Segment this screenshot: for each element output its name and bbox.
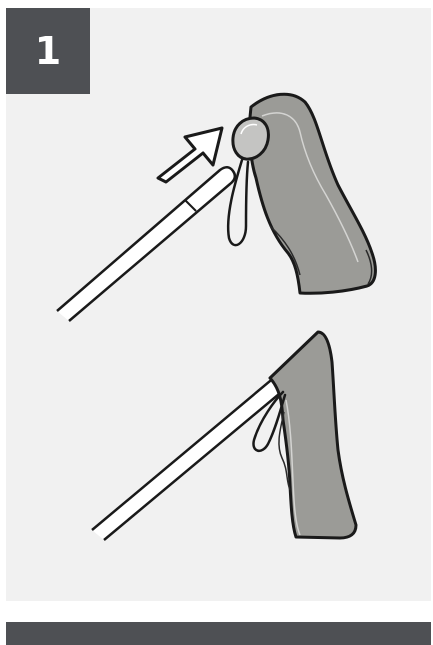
stick [92,373,290,540]
push-arrow-icon [158,128,222,182]
sock-cover [250,94,376,293]
top-figure [57,94,375,321]
bottom-bar [6,622,431,645]
bottom-figure [92,332,356,540]
sock-cover [270,332,356,538]
stick [57,167,235,321]
